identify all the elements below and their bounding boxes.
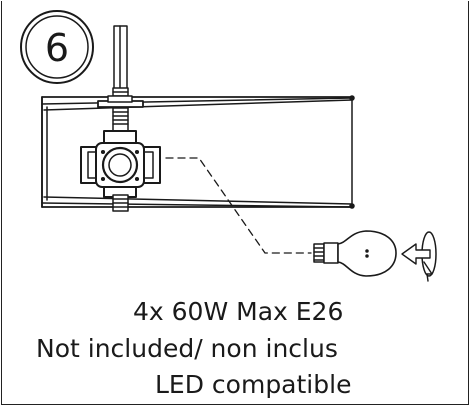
rotate-arrow-icon	[401, 231, 437, 282]
caption-led-compatible: LED compatible	[155, 370, 352, 399]
threaded-nipple-top	[97, 87, 144, 133]
socket-hub	[80, 130, 161, 198]
light-bulb	[313, 230, 397, 277]
step-badge	[20, 10, 94, 84]
guide-line	[165, 157, 312, 254]
caption-not-included: Not included/ non inclus	[36, 334, 338, 363]
mounting-rod	[113, 25, 128, 97]
caption-wattage: 4x 60W Max E26	[133, 297, 344, 326]
step-number: 6	[45, 26, 69, 70]
threaded-nipple-bottom	[112, 194, 129, 212]
